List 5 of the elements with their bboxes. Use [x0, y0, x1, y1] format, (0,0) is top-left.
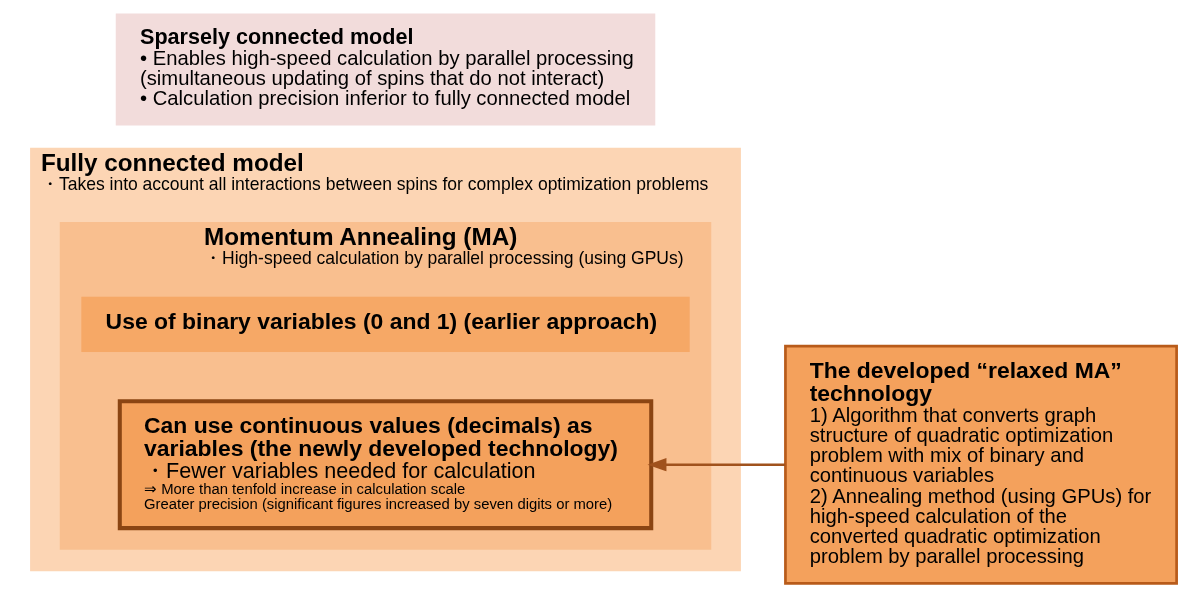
node-box: The developed “relaxed MA” technology 1) Algorithm that converts graph structure of quadratic optimization problem with mix of binary and continuous variables 2) Annealing method (using GPUs) for high-speed calculation of the converted quadratic optimization problem by parallel processing	[784, 344, 1178, 585]
node-box: Sparsely connected model • Enables high-speed calculation by parallel processing (simultaneous updating of spins that do not interact) • Calculation precision inferior to fully connected model	[115, 13, 656, 126]
arrow	[647, 458, 786, 472]
node-box: Use of binary variables (0 and 1) (earlier approach)	[81, 296, 690, 353]
node-box: Can use continuous values (decimals) as variables (the newly developed technology) ・Fewer variables needed for calculation ⇒ More than tenfold increase in calculation scale Greater precision (significant figures increased by seven digits or more)	[117, 399, 654, 531]
